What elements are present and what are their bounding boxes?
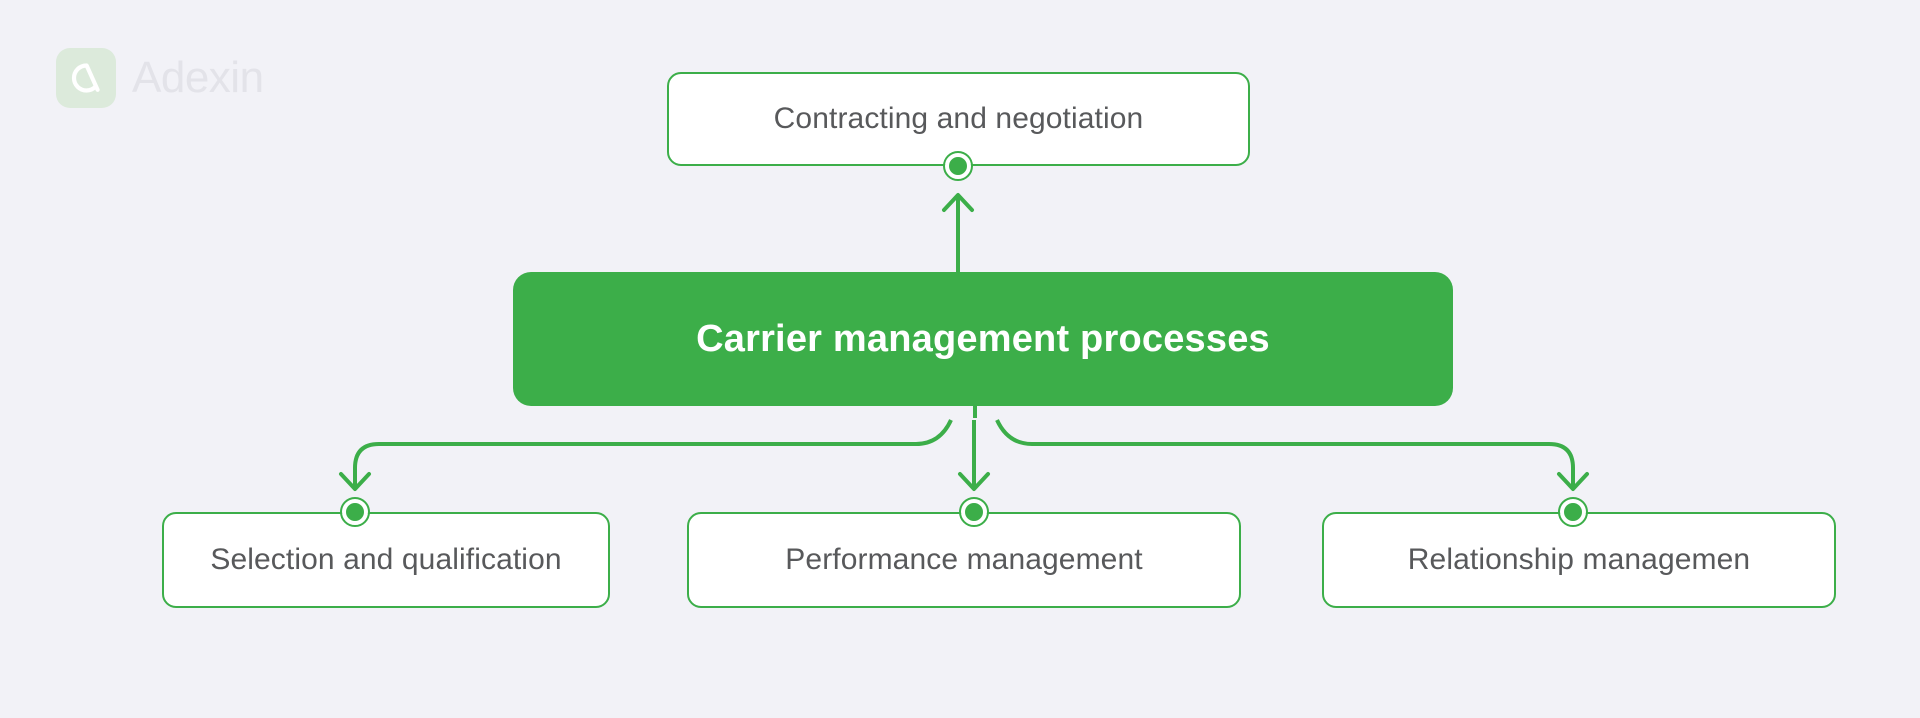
arrowhead-down-performance	[958, 472, 990, 491]
node-performance-management[interactable]: Performance management	[687, 512, 1241, 608]
arrowhead-up-contracting	[942, 193, 974, 212]
node-label: Relationship managemen	[1407, 543, 1751, 576]
connector-dot-contracting	[943, 151, 973, 181]
connector-dot-performance	[959, 497, 989, 527]
node-selection-and-qualification[interactable]: Selection and qualification	[162, 512, 610, 608]
arrowhead-down-selection	[339, 472, 371, 491]
node-carrier-management-processes[interactable]: Carrier management processes	[513, 272, 1453, 406]
connector-dot-selection	[340, 497, 370, 527]
adexin-logo-icon	[56, 48, 116, 108]
node-label: Contracting and negotiation	[773, 102, 1144, 135]
node-label: Performance management	[785, 543, 1143, 576]
edge-bus-right	[995, 419, 1575, 488]
node-contracting-and-negotiation[interactable]: Contracting and negotiation	[667, 72, 1250, 166]
node-label: Selection and qualification	[210, 543, 562, 576]
arrowhead-down-relationship	[1557, 472, 1589, 491]
adexin-logo: Adexin	[56, 48, 264, 108]
edge-bus-left	[353, 419, 953, 488]
node-label: Carrier management processes	[696, 317, 1270, 360]
adexin-logo-text: Adexin	[132, 53, 264, 102]
node-relationship-management[interactable]: Relationship managemen	[1322, 512, 1836, 608]
connector-dot-relationship	[1558, 497, 1588, 527]
